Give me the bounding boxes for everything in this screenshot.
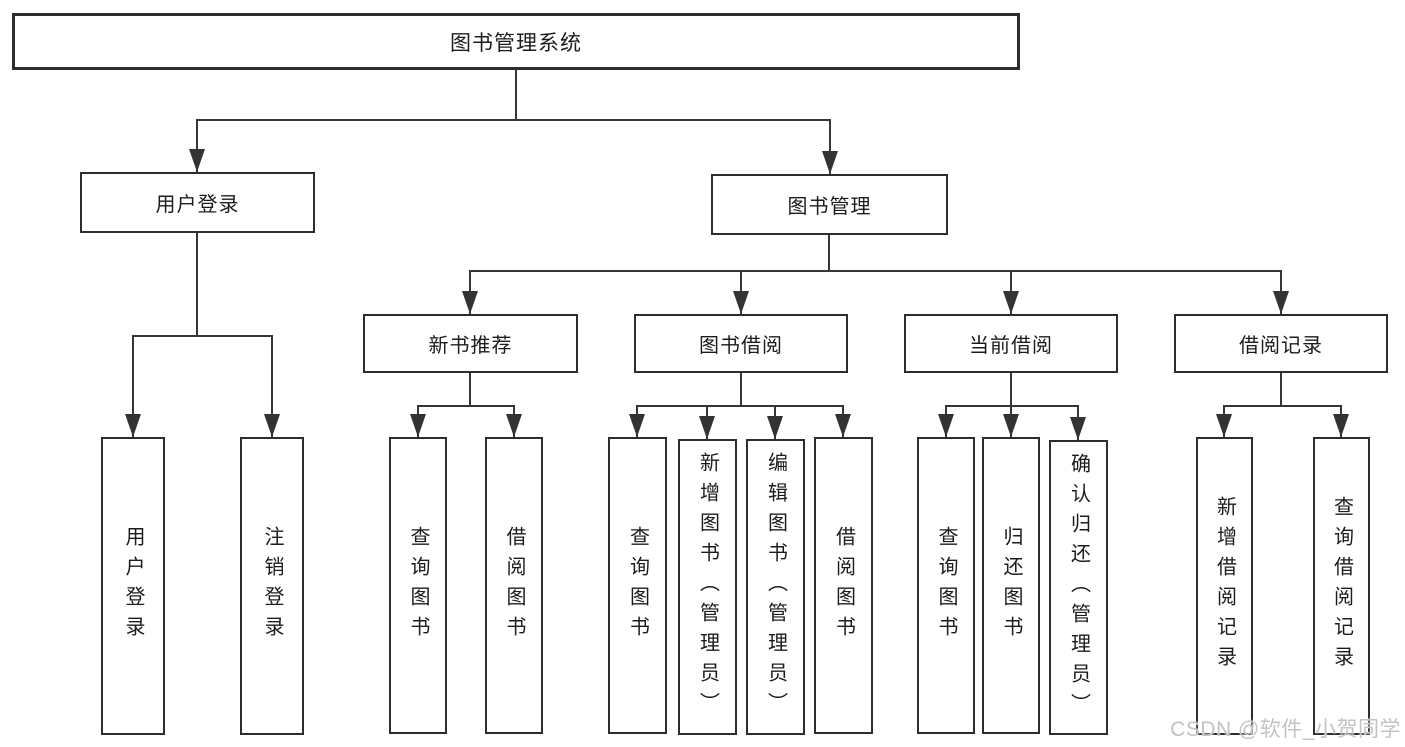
leaf-rec-borrow-books: 借阅图书 — [485, 437, 543, 734]
node-new-book-recommend: 新书推荐 — [363, 314, 578, 373]
leaf-user-login: 用户登录 — [101, 437, 165, 735]
node-book-management: 图书管理 — [711, 174, 948, 235]
leaf-br-query-record: 查询借阅记录 — [1313, 437, 1370, 735]
connector-group — [125, 70, 1349, 440]
node-borrow-records: 借阅记录 — [1174, 314, 1388, 373]
leaf-cb-confirm-return-admin: 确认归还（管理员） — [1049, 440, 1108, 735]
node-current-borrow: 当前借阅 — [904, 314, 1118, 373]
node-book-borrow: 图书借阅 — [634, 314, 848, 373]
leaf-br-add-record: 新增借阅记录 — [1196, 437, 1253, 735]
leaf-logout: 注销登录 — [240, 437, 304, 735]
csdn-watermark: CSDN @软件_小贺同学 — [1170, 718, 1401, 741]
leaf-bb-edit-books-admin: 编辑图书（管理员） — [746, 439, 805, 735]
leaf-bb-borrow-books: 借阅图书 — [814, 437, 873, 734]
leaf-bb-add-books-admin: 新增图书（管理员） — [678, 439, 737, 735]
leaf-cb-return-books: 归还图书 — [982, 437, 1040, 734]
node-root-system: 图书管理系统 — [12, 13, 1020, 70]
node-user-login: 用户登录 — [80, 172, 315, 233]
leaf-cb-query-books: 查询图书 — [917, 437, 975, 734]
leaf-bb-query-books: 查询图书 — [608, 437, 667, 734]
leaf-rec-query-books: 查询图书 — [389, 437, 447, 734]
